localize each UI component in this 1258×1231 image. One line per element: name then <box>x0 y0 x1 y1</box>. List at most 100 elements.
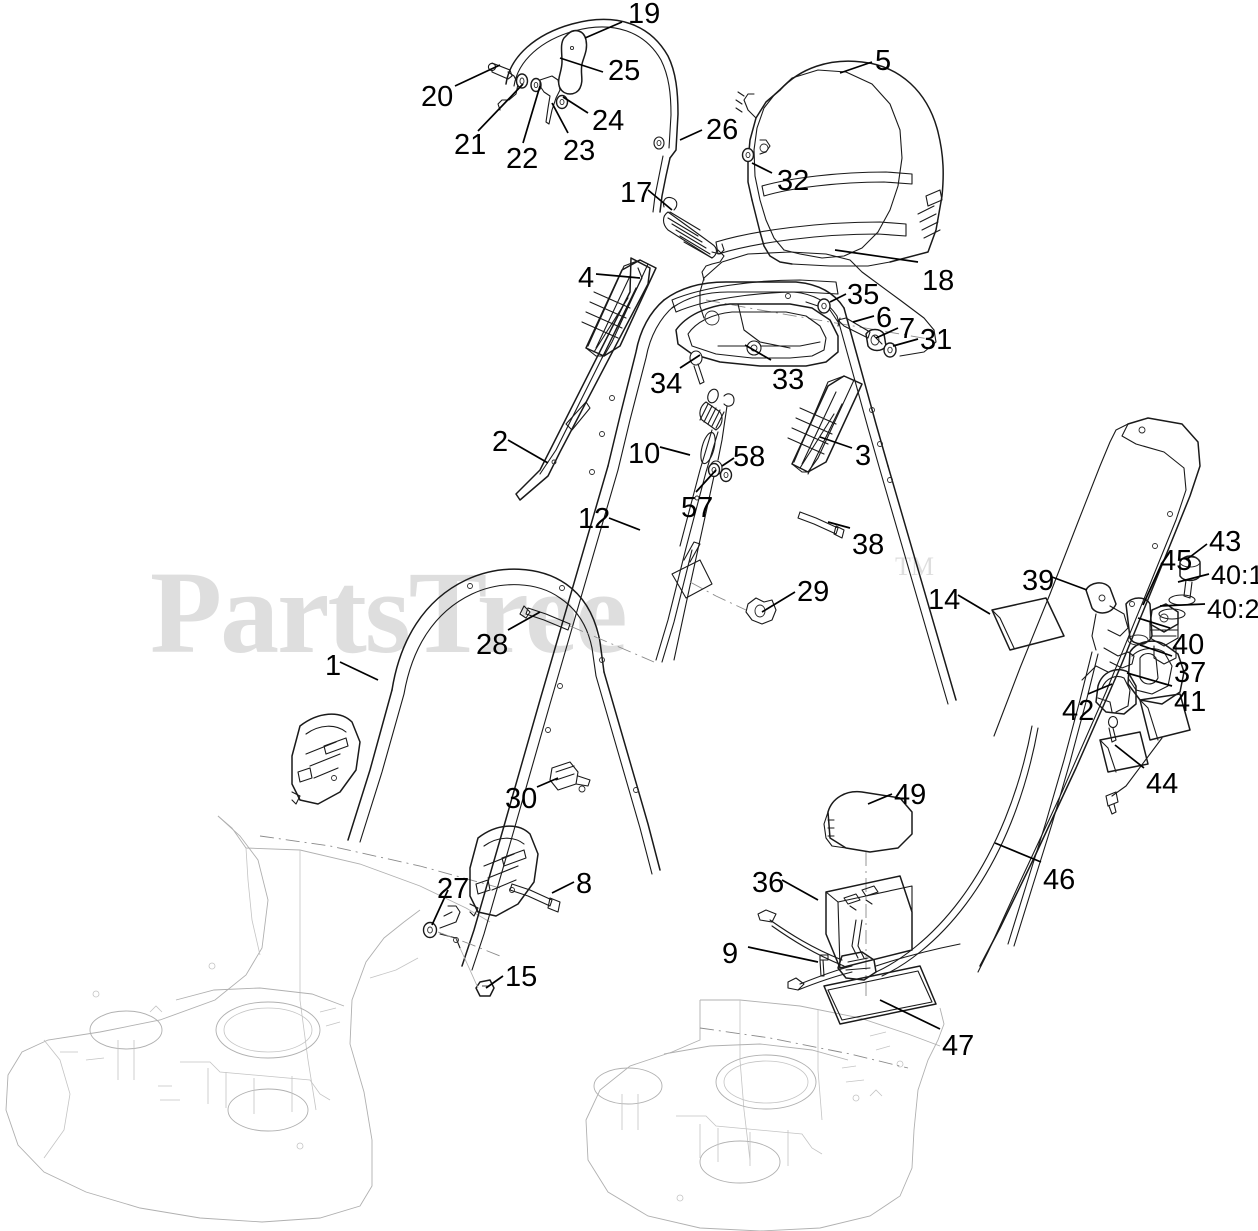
part-32-nut <box>741 147 755 163</box>
callout-number-18: 18 <box>922 265 955 297</box>
leader-line-46 <box>994 842 1042 863</box>
part-3-grip-strip-right <box>787 375 863 475</box>
part-35-nut <box>817 298 831 314</box>
callout-number-1: 1 <box>325 650 342 682</box>
callout-number-10: 10 <box>628 438 661 470</box>
callout-number-9: 9 <box>722 938 739 970</box>
leader-line-3 <box>819 436 853 449</box>
callout-number-41: 41 <box>1174 686 1207 718</box>
part-27-nut <box>422 905 501 957</box>
part-38-bolt <box>797 511 845 539</box>
leader-line-18 <box>834 249 919 263</box>
leader-line-42 <box>1087 683 1113 695</box>
callout-number-2: 2 <box>492 426 509 458</box>
callout-number-58: 58 <box>733 441 766 473</box>
handle-side-plate-left <box>291 713 361 805</box>
callout-number-37: 37 <box>1174 657 1207 689</box>
leader-line-19 <box>584 21 623 39</box>
callout-number-15: 15 <box>505 961 538 993</box>
callout-number-4: 4 <box>578 262 595 294</box>
callout-number-44: 44 <box>1146 768 1179 800</box>
callout-number-14: 14 <box>928 584 961 616</box>
callout-number-39: 39 <box>1022 565 1055 597</box>
leader-line-29 <box>761 591 796 613</box>
leader-line-36 <box>781 879 819 901</box>
leader-line-22 <box>522 85 541 144</box>
leader-line-39 <box>1051 576 1088 591</box>
callout-number-29: 29 <box>797 576 830 608</box>
callout-number-40: 40 <box>1172 629 1205 661</box>
part-57-58-washers <box>707 462 733 483</box>
left-mower-deck <box>5 815 501 1223</box>
callout-number-21: 21 <box>454 129 487 161</box>
callout-number-19: 19 <box>628 0 661 30</box>
callout-number-42: 42 <box>1062 695 1095 727</box>
part-46-wire-harness <box>875 725 1039 977</box>
callout-number-7: 7 <box>899 313 916 345</box>
leader-line-57 <box>695 469 717 493</box>
leader-line-24 <box>562 96 589 114</box>
handle-side-plate-right <box>469 825 539 917</box>
leader-line-21 <box>477 83 524 132</box>
callout-number-26: 26 <box>706 114 739 146</box>
leader-line-40-1 <box>1177 573 1210 583</box>
leader-line-38 <box>827 521 851 529</box>
leader-line-35 <box>829 293 847 303</box>
callout-number-43: 43 <box>1209 526 1242 558</box>
part-26-retaining-ring <box>653 136 665 150</box>
leader-line-6 <box>852 315 875 323</box>
leader-line-37 <box>1139 644 1173 657</box>
callout-number-23: 23 <box>563 135 596 167</box>
leader-line-2 <box>507 439 549 464</box>
callout-number-30: 30 <box>505 783 538 815</box>
callout-number-5: 5 <box>875 45 892 77</box>
leader-line-58 <box>721 457 735 467</box>
callout-number-8: 8 <box>576 868 593 900</box>
callout-number-38: 38 <box>852 529 885 561</box>
part-40-1-40-2-washers <box>1158 594 1196 620</box>
leader-line-28 <box>507 611 541 631</box>
part-41-switch-cover <box>1095 668 1137 715</box>
part-42-screw <box>1107 715 1119 743</box>
part-20-pin <box>487 62 519 111</box>
callout-number-49: 49 <box>894 779 927 811</box>
part-18-handle-panel <box>671 251 937 357</box>
callout-number-40-2: 40:2 <box>1207 594 1258 624</box>
leader-line-27 <box>431 889 449 926</box>
leader-line-9 <box>747 946 819 963</box>
callout-number-45: 45 <box>1160 545 1193 577</box>
part-12-bracket <box>671 541 713 599</box>
callout-number-35: 35 <box>847 279 880 311</box>
leader-line-25 <box>559 57 604 73</box>
right-handle-tube <box>977 417 1201 973</box>
part-9-screw <box>819 954 829 977</box>
part-47-battery-tray <box>823 965 937 1025</box>
callout-number-47: 47 <box>942 1030 975 1062</box>
callout-number-12: 12 <box>578 503 611 535</box>
leader-line-44 <box>1114 744 1145 769</box>
part-10-control-cable <box>655 388 735 663</box>
part-6-rod <box>837 317 871 339</box>
leader-line-14 <box>957 594 991 615</box>
part-28-bolt <box>519 605 655 663</box>
part-44-connector <box>1099 693 1191 815</box>
part-31-nut <box>883 342 897 358</box>
part-25-bail-lever <box>557 29 588 95</box>
leader-line-33 <box>744 344 772 361</box>
callout-number-22: 22 <box>506 143 539 175</box>
part-30-clamp <box>549 761 591 793</box>
leader-line-32 <box>751 162 773 174</box>
right-mower-deck <box>585 999 945 1231</box>
leader-line-17 <box>647 189 673 211</box>
leader-line-40-2 <box>1159 603 1206 607</box>
callout-number-27: 27 <box>437 873 470 905</box>
callout-leader-lines <box>339 21 1210 1030</box>
leader-line-43 <box>1185 543 1208 561</box>
callout-number-31: 31 <box>920 324 953 356</box>
leader-line-12 <box>608 517 641 531</box>
part-14-pad <box>991 597 1065 651</box>
part-4-grip-strip-left <box>581 259 657 359</box>
callout-number-3: 3 <box>855 440 872 472</box>
leader-line-1 <box>339 661 379 681</box>
